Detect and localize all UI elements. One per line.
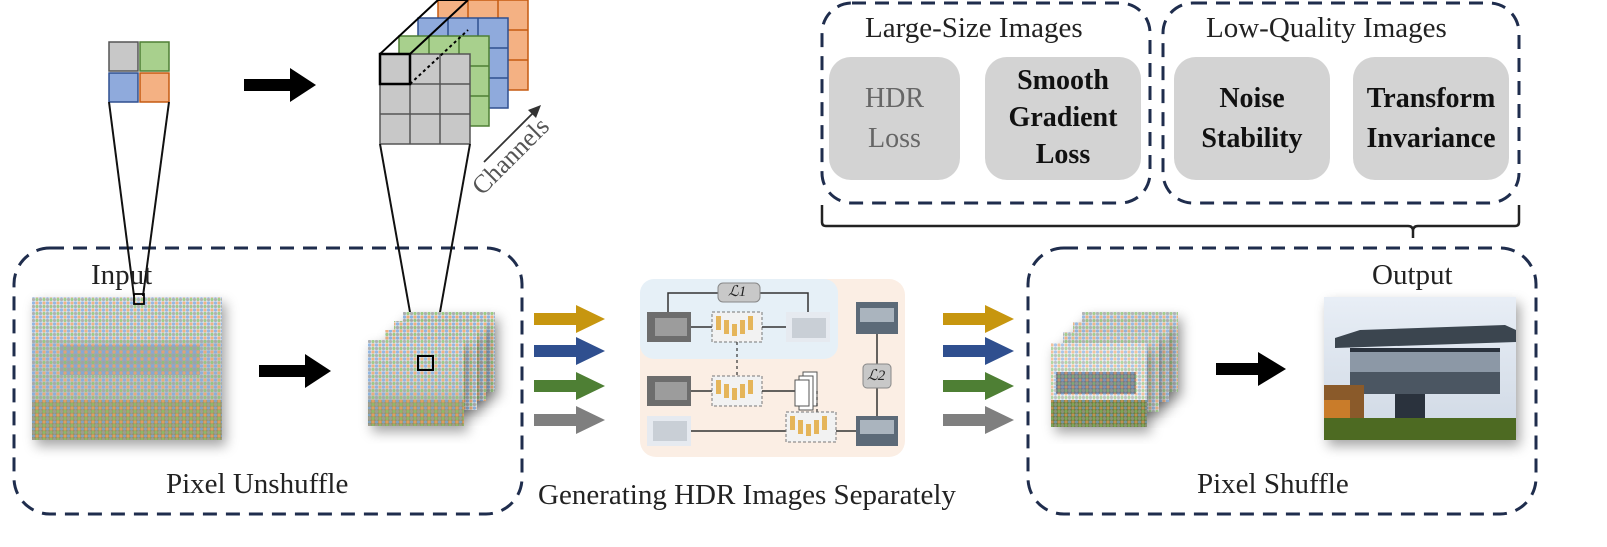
output-label: Output [1372,259,1453,291]
hdr-loss-line2: Loss [868,122,921,154]
channel-stack [378,0,529,145]
hdr-loss-pill: HDR Loss [829,57,960,180]
low-quality-group-border [1161,1,1521,205]
top-arrow-icon [244,68,316,102]
pixel-block-2x2 [108,41,170,103]
l2-label: ℒ2 [867,368,886,384]
transform-line2: Invariance [1366,122,1496,154]
hdr-network-schematic [640,279,905,457]
pixel-unshuffle-label: Pixel Unshuffle [166,468,349,500]
input-label: Input [91,259,153,291]
shuffle-stack [1051,312,1178,427]
unshuffled-stack [368,312,495,426]
low-quality-title: Low-Quality Images [1206,12,1447,44]
right-color-arrows [943,305,1014,434]
channels-arrow-icon [483,105,541,163]
input-image [32,297,222,440]
unshuffle-arrow-icon [259,354,331,388]
transform-line1: Transform [1366,83,1496,115]
shuffle-arrow-icon [1216,352,1286,386]
generating-label: Generating HDR Images Separately [538,479,956,511]
large-size-title: Large-Size Images [865,12,1083,44]
l1-label: ℒ1 [728,284,747,300]
pixel-shuffle-label: Pixel Shuffle [1197,468,1349,500]
hdr-loss-line1: HDR [864,83,925,115]
pixel-shuffle-box [1026,246,1538,516]
output-image [1324,297,1516,440]
input-pixel-marker [133,293,145,305]
noise-line2: Stability [1201,122,1303,154]
curly-brace [820,205,1521,238]
pixel-unshuffle-box [12,246,524,516]
smooth-line1: Smooth [1017,65,1109,97]
noise-line1: Noise [1219,83,1285,115]
large-size-group-border [820,1,1152,205]
smooth-line3: Loss [1035,138,1091,170]
left-color-arrows [534,305,605,434]
smooth-line2: Gradient [1008,102,1118,134]
